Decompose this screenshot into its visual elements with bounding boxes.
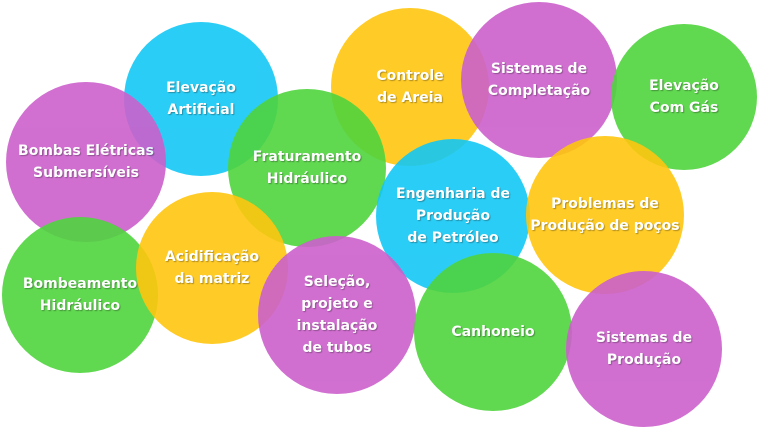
bubble-label: Sistemas de Produção <box>595 330 693 368</box>
bubble-elevacao-com-gas: Elevação Com Gás <box>611 24 757 170</box>
bubble-sistemas-de-completacao: Sistemas de Completação <box>461 2 617 158</box>
bubble-label: Seleção, projeto e instalação de tubos <box>296 274 378 356</box>
bubble-label: Acidificação da matriz <box>164 249 260 287</box>
bubble-label: Bombeamento Hidráulico <box>22 276 138 314</box>
bubble-selecao-projeto-instalacao: Seleção, projeto e instalação de tubos <box>258 236 416 394</box>
bubble-label: Sistemas de Completação <box>487 61 591 99</box>
bubble-label: Controle de Areia <box>376 68 444 106</box>
bubble-canhoneio: Canhoneio <box>414 253 572 411</box>
bubble-label: Elevação Com Gás <box>649 78 719 116</box>
bubble-problemas-de-producao: Problemas de Produção de poços <box>526 136 684 294</box>
bubble-label: Problemas de Produção de poços <box>530 196 680 234</box>
bubble-label: Fraturamento Hidráulico <box>252 149 362 187</box>
bubble-label: Elevação Artificial <box>166 80 236 118</box>
bubble-label: Engenharia de Produção de Petróleo <box>396 186 510 246</box>
bubble-sistemas-de-producao: Sistemas de Produção <box>566 271 722 427</box>
bubble-label: Bombas Elétricas Submersíveis <box>18 143 154 181</box>
bubble-label: Canhoneio <box>451 324 535 340</box>
bubble-bombas-eletricas-submersiveis: Bombas Elétricas Submersíveis <box>6 82 166 242</box>
bubble-bombeamento-hidraulico: Bombeamento Hidráulico <box>2 217 158 373</box>
